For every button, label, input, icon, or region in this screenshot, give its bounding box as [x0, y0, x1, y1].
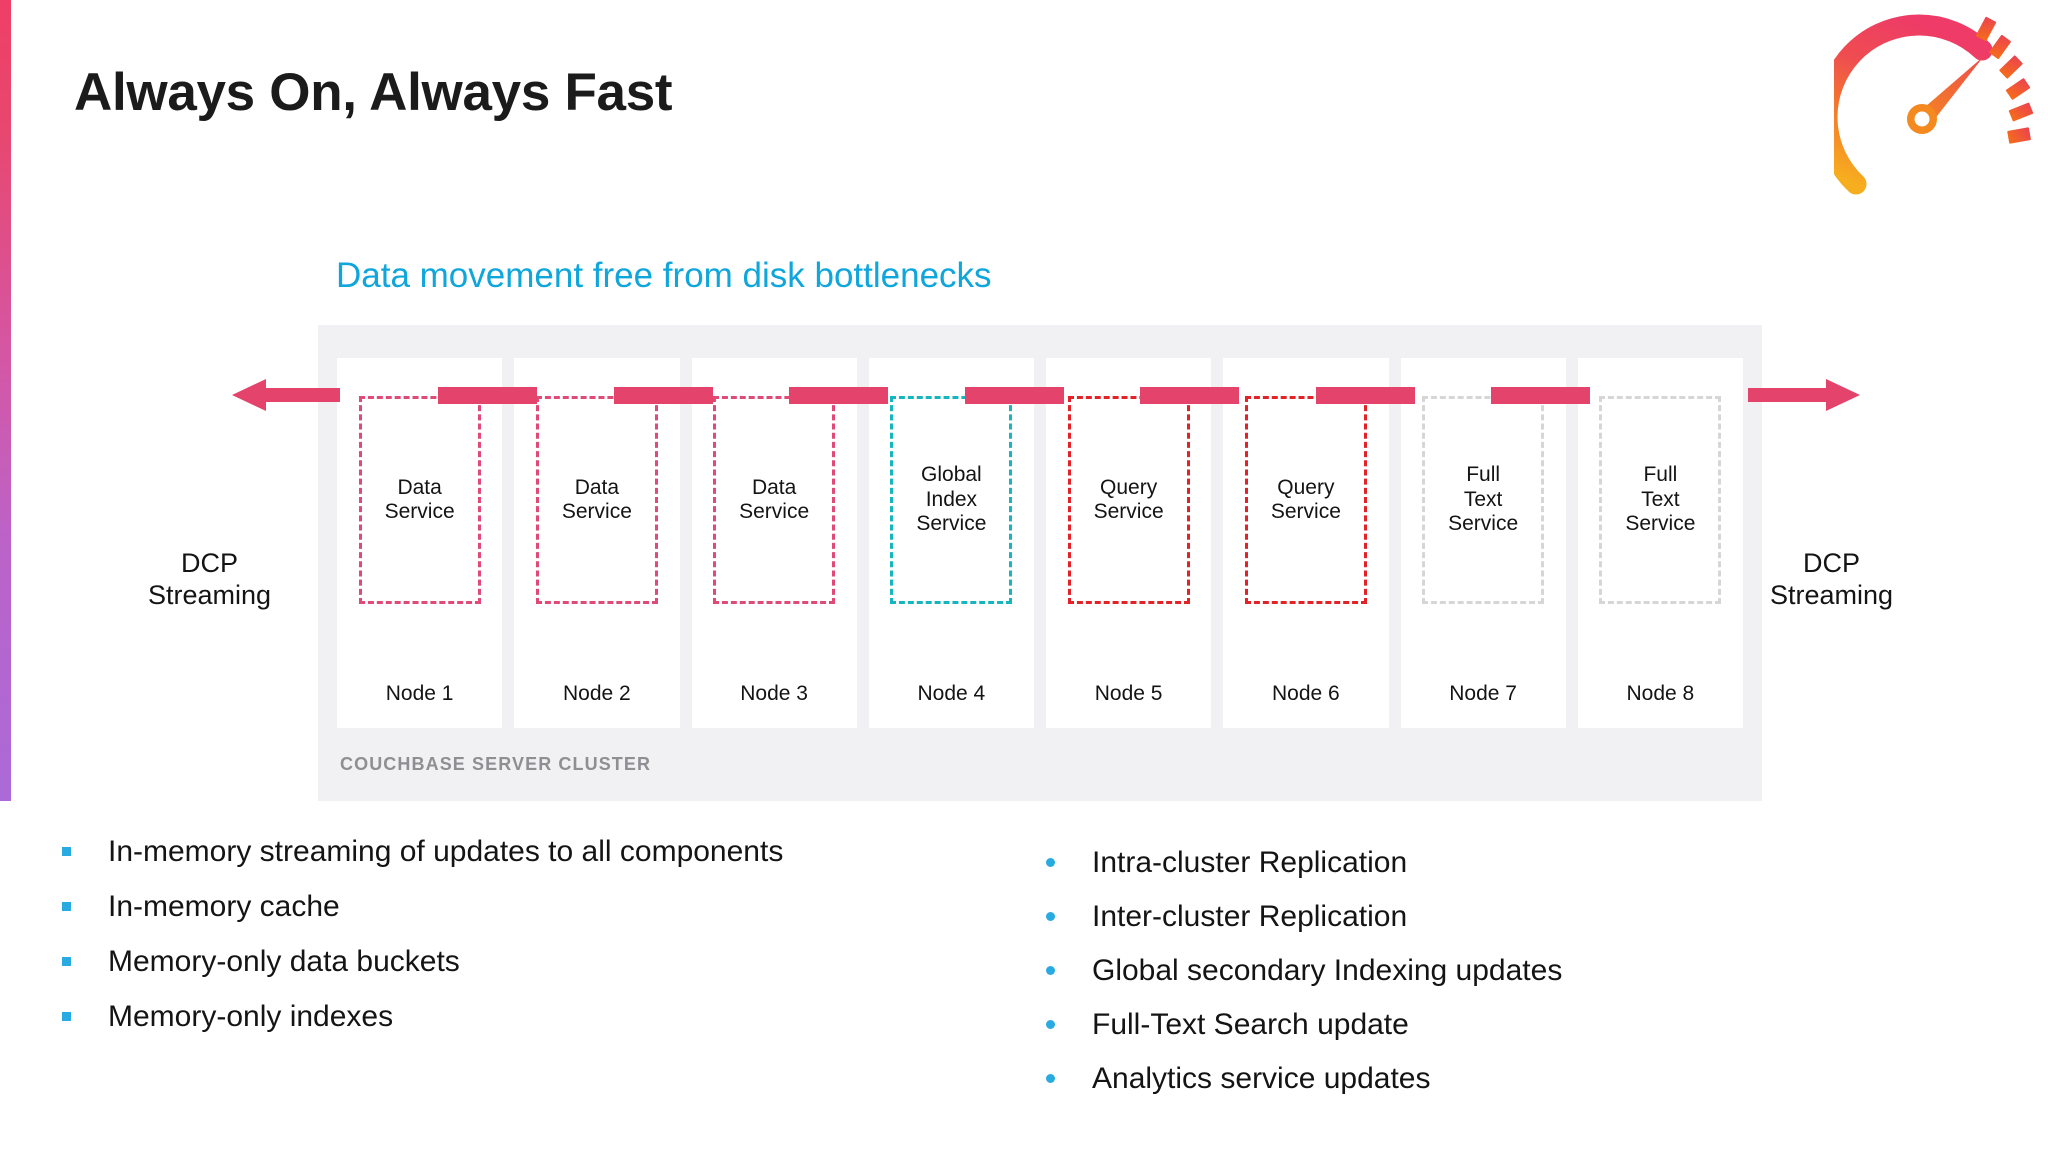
- bullet-square-icon: [62, 847, 71, 856]
- bullet-dot-icon: [1046, 1074, 1055, 1083]
- node-connector-4-5: [965, 387, 1064, 404]
- service-box-data-service[interactable]: Data Service: [358, 396, 481, 604]
- list-item-label: Memory-only data buckets: [108, 945, 460, 978]
- list-item-label: In-memory cache: [108, 890, 340, 923]
- couchbase-server-cluster: Data Service Node 1 Data Service Node 2 …: [318, 325, 1762, 801]
- node-card[interactable]: Query Service Node 6: [1223, 358, 1389, 728]
- dcp-inbound-arrow-left: [232, 379, 340, 411]
- bullet-square-icon: [62, 1012, 71, 1021]
- service-line-3: Service: [1625, 512, 1696, 536]
- node-connector-7-8: [1491, 387, 1590, 404]
- node-card[interactable]: Query Service Node 5: [1046, 358, 1212, 728]
- bullet-square-icon: [62, 957, 71, 966]
- service-line-2: Service: [384, 500, 455, 523]
- node-label: Node 2: [563, 682, 631, 705]
- page-title: Always On, Always Fast: [74, 63, 673, 122]
- node-label: Node 8: [1626, 682, 1695, 705]
- bullet-dot-icon: [1046, 858, 1055, 867]
- node-label: Node 4: [917, 682, 986, 705]
- service-line-2: Service: [1270, 500, 1341, 523]
- list-item: In-memory streaming of updates to all co…: [62, 835, 962, 869]
- node-label: Node 6: [1272, 682, 1340, 705]
- service-line-1: Data: [751, 475, 797, 499]
- node-label: Node 1: [385, 682, 454, 705]
- dcp-left-line1: DCP: [181, 548, 239, 578]
- node-connector-1-2: [438, 387, 537, 404]
- service-box-full-text-service[interactable]: Full Text Service: [1422, 396, 1545, 604]
- service-line-2: Service: [561, 500, 632, 523]
- service-line-2: Service: [739, 500, 810, 523]
- service-line-3: Service: [1448, 512, 1519, 536]
- service-line-2: Text: [1641, 487, 1680, 511]
- service-line-1: Data: [397, 475, 442, 499]
- service-box-global-index-service[interactable]: Global Index Service: [890, 396, 1013, 604]
- list-item: Memory-only data buckets: [62, 945, 962, 979]
- node-label: Node 5: [1094, 682, 1163, 705]
- bullet-dot-icon: [1046, 912, 1055, 921]
- service-box-full-text-service[interactable]: Full Text Service: [1599, 396, 1722, 604]
- service-box-query-service[interactable]: Query Service: [1067, 396, 1190, 604]
- list-item: Full-Text Search update: [1046, 1008, 1906, 1042]
- dcp-streaming-label-left: DCP Streaming: [148, 548, 271, 612]
- list-item: Memory-only indexes: [62, 1000, 962, 1034]
- service-line-1: Full: [1466, 463, 1501, 487]
- node-card[interactable]: Data Service Node 1: [337, 358, 503, 728]
- list-item-label: Memory-only indexes: [108, 1000, 394, 1033]
- service-box-query-service[interactable]: Query Service: [1244, 396, 1367, 604]
- node-connector-5-6: [1140, 387, 1239, 404]
- list-item: Inter-cluster Replication: [1046, 900, 1906, 934]
- list-item: Intra-cluster Replication: [1046, 846, 1906, 880]
- node-card[interactable]: Full Text Service Node 7: [1400, 358, 1566, 728]
- node-card[interactable]: Data Service Node 3: [691, 358, 857, 728]
- dcp-left-line2: Streaming: [148, 579, 272, 610]
- cluster-footer-label: COUCHBASE SERVER CLUSTER: [340, 754, 652, 774]
- dcp-outbound-arrow-right: [1748, 379, 1860, 411]
- list-item: Global secondary Indexing updates: [1046, 954, 1906, 988]
- list-item: In-memory cache: [62, 890, 962, 924]
- bullet-list-left: In-memory streaming of updates to all co…: [62, 835, 962, 1055]
- dcp-right-line1: DCP: [1803, 548, 1861, 578]
- cluster-node-strip: Data Service Node 1 Data Service Node 2 …: [337, 358, 1743, 728]
- node-card[interactable]: Data Service Node 2: [514, 358, 680, 728]
- service-line-1: Global: [921, 463, 982, 487]
- dcp-right-line2: Streaming: [1770, 579, 1894, 610]
- service-line-1: Data: [574, 475, 620, 499]
- service-line-1: Full: [1643, 463, 1678, 487]
- bullet-square-icon: [62, 902, 71, 911]
- node-card[interactable]: Full Text Service Node 8: [1577, 358, 1743, 728]
- service-line-2: Text: [1463, 487, 1503, 511]
- diagram-subtitle: Data movement free from disk bottlenecks: [336, 256, 992, 295]
- left-accent-gradient-bar: [0, 0, 11, 801]
- speedometer-gauge-icon: [1816, 6, 2034, 202]
- bullet-list-right: Intra-cluster Replication Inter-cluster …: [1046, 846, 1906, 1116]
- bullet-dot-icon: [1046, 1020, 1055, 1029]
- service-line-2: Index: [925, 487, 978, 511]
- list-item-label: Inter-cluster Replication: [1092, 900, 1408, 933]
- list-item-label: Full-Text Search update: [1092, 1008, 1409, 1041]
- bullet-dot-icon: [1046, 966, 1055, 975]
- node-card[interactable]: Global Index Service Node 4: [868, 358, 1034, 728]
- service-box-data-service[interactable]: Data Service: [713, 396, 836, 604]
- list-item-label: In-memory streaming of updates to all co…: [108, 835, 784, 868]
- service-line-2: Service: [1093, 500, 1164, 523]
- service-line-1: Query: [1277, 475, 1335, 499]
- list-item-label: Intra-cluster Replication: [1092, 846, 1408, 879]
- service-line-3: Service: [916, 512, 987, 536]
- list-item-label: Global secondary Indexing updates: [1092, 954, 1563, 987]
- node-connector-2-3: [614, 387, 713, 404]
- node-label: Node 7: [1449, 682, 1517, 705]
- node-connector-3-4: [789, 387, 888, 404]
- node-connector-6-7: [1316, 387, 1415, 404]
- node-label: Node 3: [740, 682, 808, 705]
- list-item-label: Analytics service updates: [1092, 1062, 1431, 1095]
- dcp-streaming-label-right: DCP Streaming: [1770, 548, 1893, 612]
- service-box-data-service[interactable]: Data Service: [535, 396, 658, 604]
- list-item: Analytics service updates: [1046, 1062, 1906, 1096]
- service-line-1: Query: [1100, 475, 1158, 499]
